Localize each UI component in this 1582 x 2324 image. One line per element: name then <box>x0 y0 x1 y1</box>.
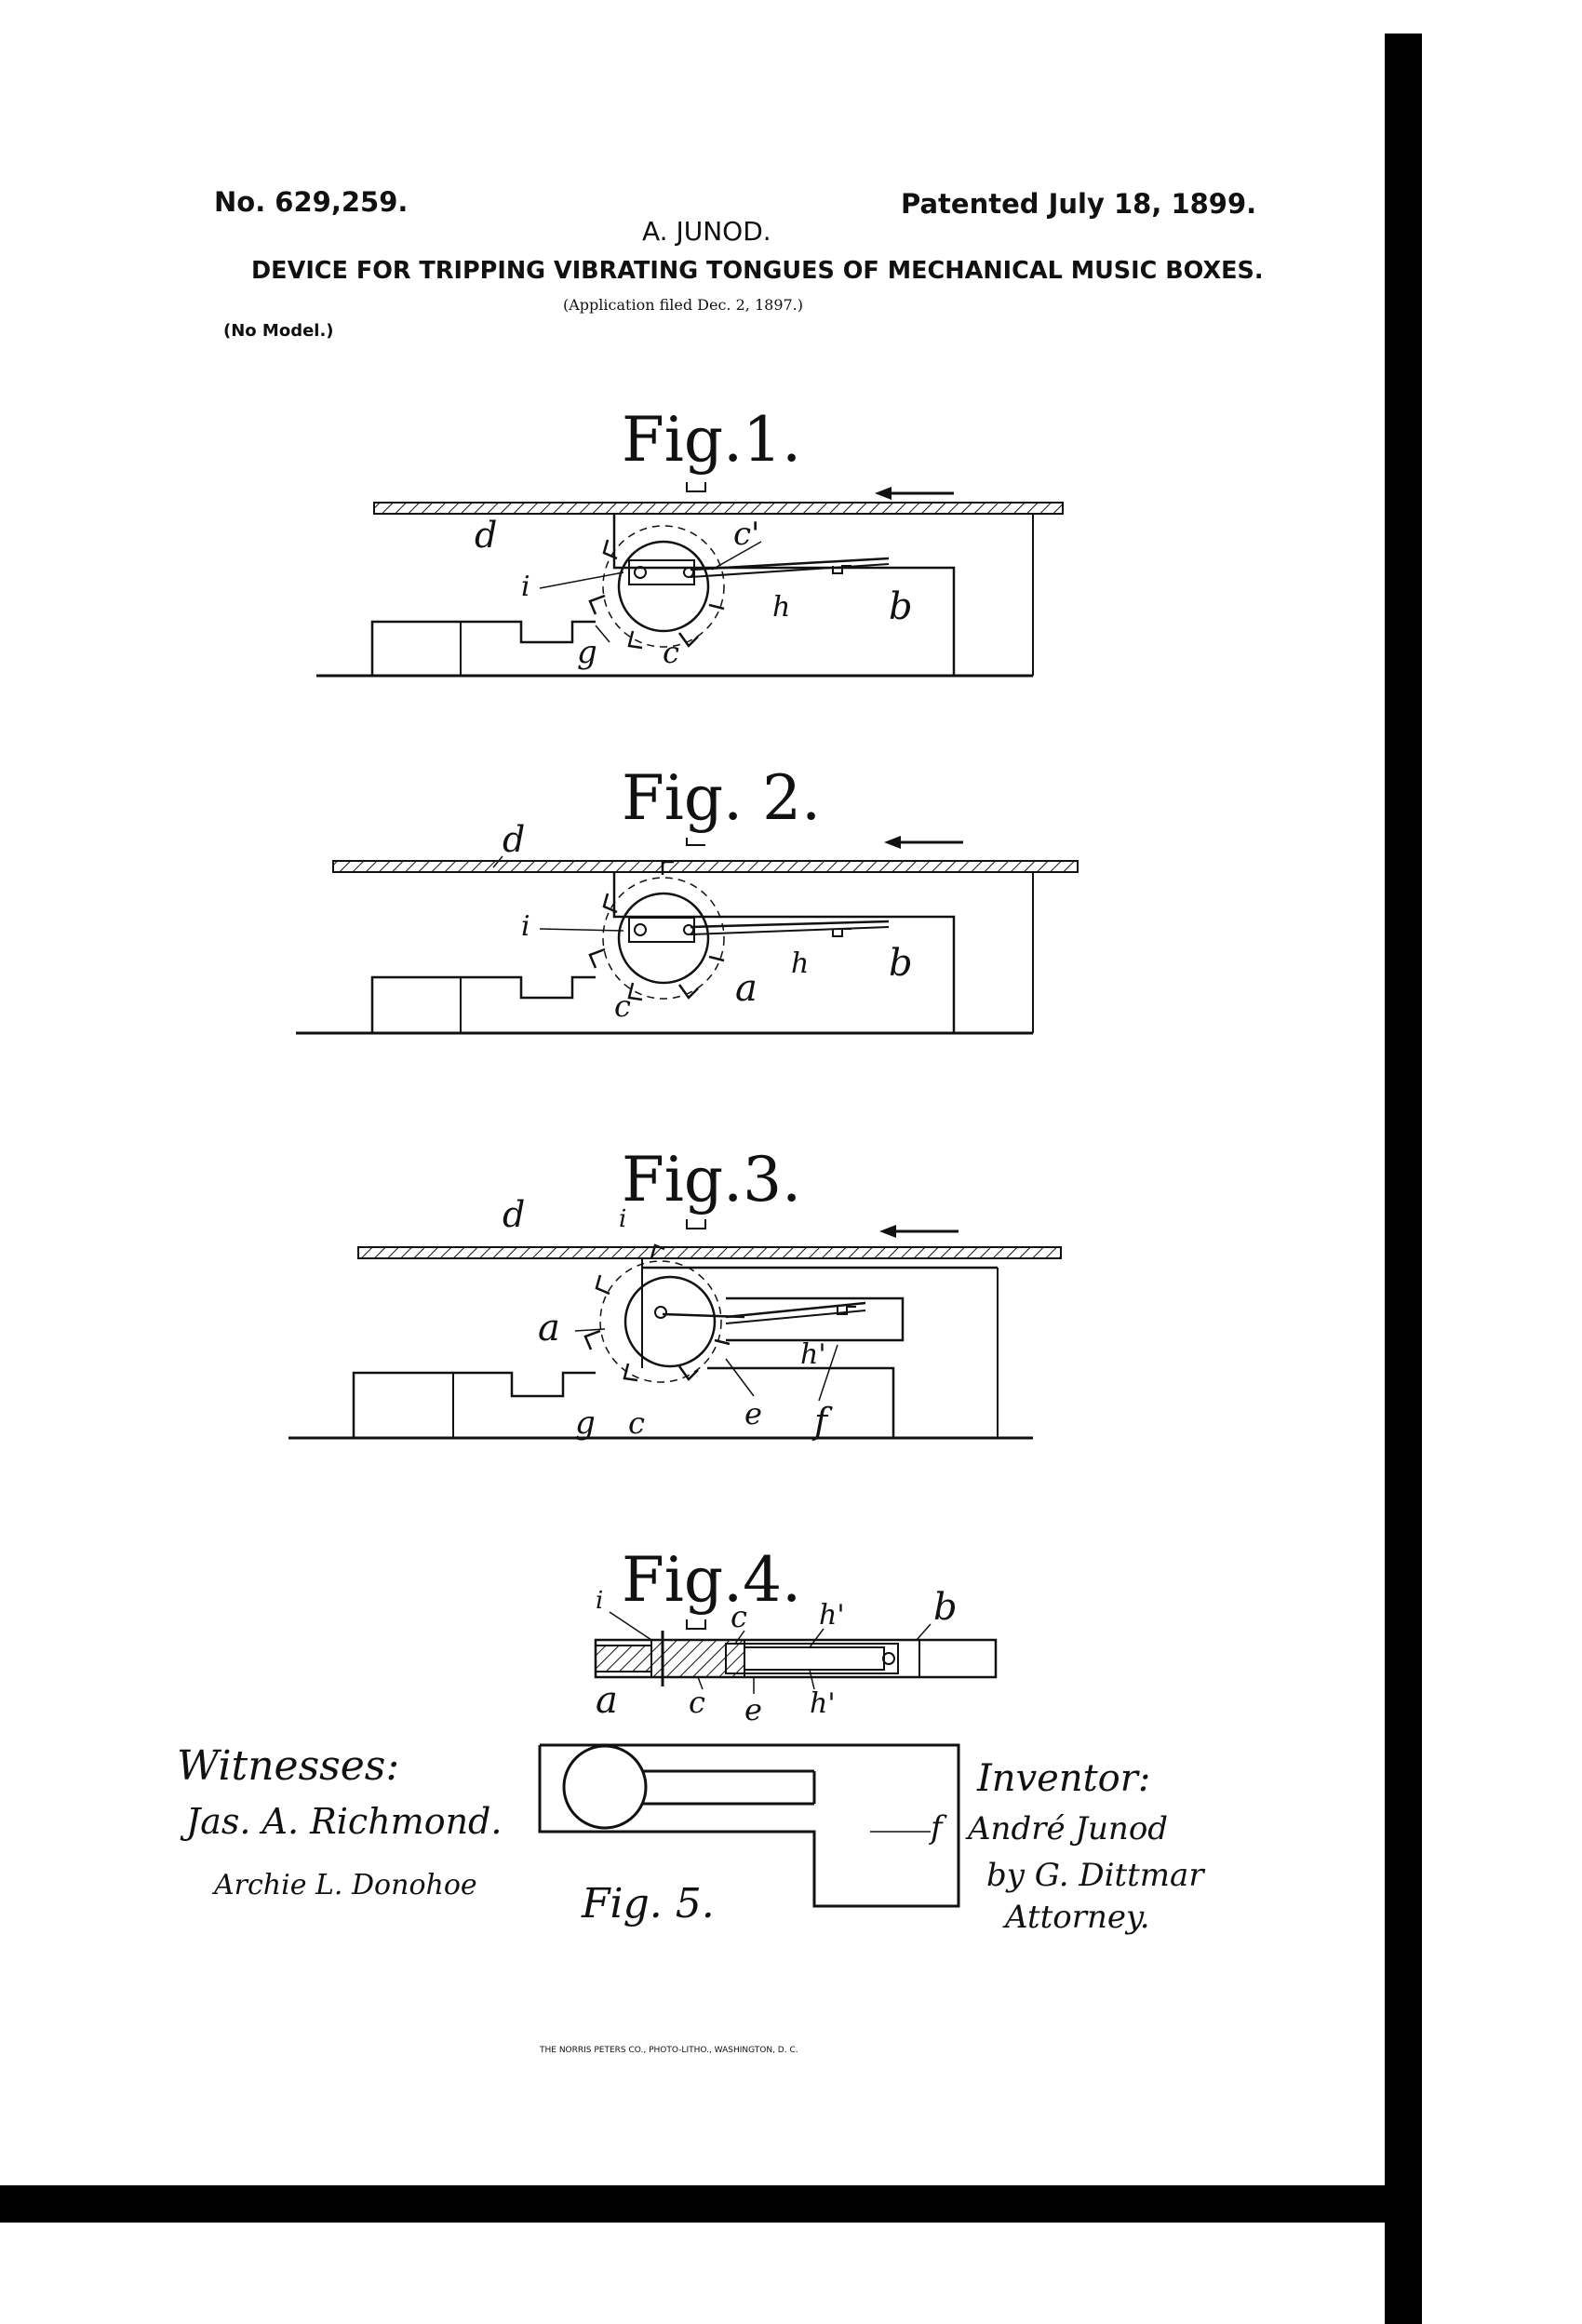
fig5-label-f: f <box>928 1809 947 1847</box>
fig2-label-d: d <box>503 819 525 860</box>
fig1-label-d: d <box>475 515 497 556</box>
fig4-label-h-prime-top: h' <box>819 1599 845 1632</box>
figure-2: Fig. 2. d i h b c a <box>296 762 1079 1035</box>
fig3-label-i: i <box>619 1205 626 1233</box>
patent-title: DEVICE FOR TRIPPING VIBRATING TONGUES OF… <box>251 257 1264 285</box>
figure-5: f Fig. 5. <box>538 1743 960 1928</box>
fig1-label-i: i <box>521 571 530 603</box>
fig5-title: Fig. 5. <box>581 1880 715 1928</box>
fig1-label-g: g <box>577 634 597 671</box>
inventor-signature: André Junod <box>968 1810 1169 1847</box>
fig3-label-e: e <box>744 1396 762 1431</box>
fig2-label-b: b <box>889 942 913 985</box>
fig2-title: Fig. 2. <box>622 762 821 834</box>
fig4-label-i: i <box>596 1587 603 1615</box>
no-model: (No Model.) <box>223 321 334 341</box>
inventor-name: A. JUNOD. <box>642 216 771 247</box>
attorney-label: Attorney. <box>1005 1899 1150 1936</box>
fig4-label-h-prime-bottom: h' <box>810 1687 836 1720</box>
patent-date: Patented July 18, 1899. <box>901 188 1257 220</box>
fig3-label-g: g <box>575 1404 596 1442</box>
fig2-label-h: h <box>791 947 809 980</box>
figure-3: Fig.3. d i a h' g c e <box>288 1144 1062 1442</box>
figure-1: Fig.1. d <box>316 404 1064 678</box>
fig4-label-c-bottom: c <box>689 1685 705 1720</box>
fig2-label-c: c <box>614 988 631 1024</box>
fig3-label-a: a <box>538 1307 560 1350</box>
fig4-label-a: a <box>596 1679 618 1722</box>
fig1-label-h: h <box>772 591 790 624</box>
printer-credit: THE NORRIS PETERS CO., PHOTO-LITHO., WAS… <box>540 2046 798 2055</box>
inventor-label: Inventor: <box>977 1757 1151 1800</box>
fig4-label-c-top: c <box>731 1599 747 1634</box>
fig1-label-b: b <box>889 585 913 628</box>
fig4-title: Fig.4. <box>622 1544 801 1616</box>
witness-2-signature: Archie L. Donohoe <box>214 1869 477 1901</box>
fig2-label-i: i <box>521 910 530 943</box>
fig1-title: Fig.1. <box>622 404 801 476</box>
application-filed: (Application filed Dec. 2, 1897.) <box>563 296 803 314</box>
fig2-label-a: a <box>735 967 757 1010</box>
fig4-label-e: e <box>744 1692 762 1727</box>
attorney-by: by G. Dittmar <box>986 1857 1204 1894</box>
fig3-label-d: d <box>503 1194 525 1235</box>
scan-edge-right <box>1385 34 1422 2324</box>
patent-number: No. 629,259. <box>214 186 409 218</box>
fig4-label-b: b <box>933 1586 958 1629</box>
figure-4: Fig.4. i c h' b a c e h' <box>594 1544 998 1727</box>
fig1-label-c-prime: c' <box>733 516 759 553</box>
fig3-label-h-prime: h' <box>800 1338 826 1371</box>
scan-edge-bottom <box>0 2185 1422 2223</box>
witnesses-label: Witnesses: <box>177 1742 400 1790</box>
witness-1-signature: Jas. A. Richmond. <box>186 1801 503 1842</box>
fig3-title: Fig.3. <box>622 1144 801 1216</box>
fig3-label-c: c <box>628 1405 645 1441</box>
fig3-label-f: f <box>811 1401 833 1442</box>
fig1-label-c: c <box>663 635 679 670</box>
